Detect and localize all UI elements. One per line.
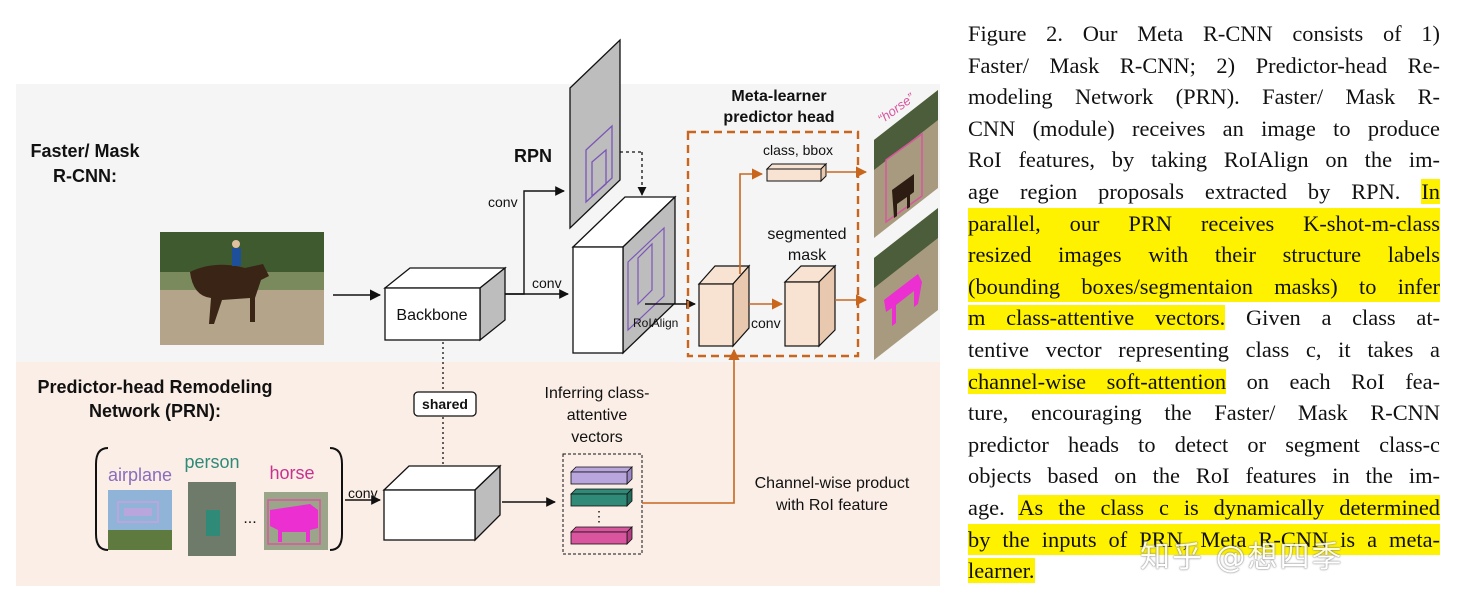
vector-teal [570,488,633,507]
caption-line: Figure 2. Our Meta R-CNN consists of 1) [968,21,1440,46]
input-horse-image [160,232,324,345]
caption-line: age. As the class c is dynamically deter… [968,492,1441,524]
figure-caption: Figure 2. Our Meta R-CNN consists of 1) … [968,18,1441,587]
caption-line: objects based on the RoI features in the… [968,463,1440,489]
caption-text: Given a class at- [1225,305,1441,331]
rpn-plane [569,38,621,230]
caption-highlight: As the class c is dynamically determined [1018,494,1441,520]
caption-text: on each RoI fea- [1226,368,1441,394]
vector-ellipsis: ⋮ [592,508,606,524]
caption-highlight: channel-wise soft-attention [968,368,1227,394]
prn-label: Predictor-head Remodeling [37,377,272,397]
caption-text: age region proposals extracted by RPN. [968,178,1422,204]
caption-text: age. [968,494,1019,520]
class-horse: horse [269,463,314,483]
class-bbox-label: class, bbox [763,142,833,158]
roialign-label: RoIAlign [633,316,678,330]
class-person: person [184,452,239,472]
left-brace [95,447,109,551]
inferring-label-2: attentive [567,407,628,424]
backbone-block: Backbone [383,266,507,342]
caption-line: RoI features, by taking RoIAlign on the … [968,147,1440,173]
prn-block [382,464,502,542]
faster-rcnn-label: Faster/ Mask [30,141,140,161]
meta-rcnn-diagram: Faster/ Mask R-CNN: Predictor-head Remod… [16,38,940,586]
svg-text:shared: shared [422,396,468,412]
caption-highlight-line: (bounding boxes/segmentaion masks) to in… [968,270,1440,303]
feature-map-block [571,195,677,355]
rpn-proposals [585,124,613,204]
segmented-label-2: mask [788,247,827,264]
caption-highlight-line: by the inputs of PRN, Meta R-CNN is a me… [968,523,1440,556]
conv-top-label: conv [488,194,518,210]
channel-wise-label-2: with RoI feature [775,497,888,514]
shared-badge: shared [413,391,477,417]
caption-highlight: learner. [968,558,1035,584]
segmented-label: segmented [767,226,846,243]
caption-highlight-line: resized images with their structure labe… [968,239,1440,271]
roi-feature-block [697,264,751,348]
caption-line: modeling Network (PRN). Faster/ Mask R- [968,84,1440,110]
meta-learner-label-2: predictor head [723,109,834,126]
vector-pink [570,526,633,545]
meta-learner-label: Meta-learner [731,88,826,105]
caption-line: channel-wise soft-attention on each RoI … [968,366,1440,398]
meta-learner-box [686,130,860,358]
caption-line: Faster/ Mask R-CNN; 2) Predictor-head Re… [968,52,1440,78]
channel-wise-label: Channel-wise product [755,475,910,492]
caption-highlight: m class-attentive vectors. [968,305,1226,331]
caption-highlight: In [1421,178,1440,204]
conv-head-label: conv [751,315,781,331]
caption-highlight-line: parallel, our PRN receives K-shot-m-clas… [968,207,1440,240]
support-image-person [188,482,236,556]
class-airplane: airplane [108,465,172,485]
support-image-airplane [108,490,172,550]
caption-line: m class-attentive vectors. Given a class… [968,302,1440,334]
inferring-label: Inferring class- [545,385,650,402]
vector-purple [570,466,633,485]
mask-head-block [783,264,837,348]
output-mask-image [874,208,938,360]
prn-label-2: Network (PRN): [89,401,221,421]
caption-line: age region proposals extracted by RPN. I… [968,176,1440,208]
caption-line: predictor heads to detect or segment cla… [968,431,1440,457]
conv-mid-label: conv [532,275,562,291]
svg-text:Backbone: Backbone [396,307,467,324]
faster-rcnn-label-2: R-CNN: [53,166,117,186]
watermark: 知乎 @想四季 [1140,540,1344,575]
vectors-box [562,453,643,555]
caption-line: learner. [968,555,1440,587]
support-image-horse [264,492,328,550]
caption-line: ture, encouraging the Faster/ Mask R-CNN [968,400,1440,426]
caption-line: CNN (module) receives an image to produc… [968,115,1440,141]
rpn-label: RPN [514,146,552,166]
caption-line: tentive vector representing class c, it … [968,336,1440,362]
right-brace [329,447,343,551]
class-bbox-head [765,162,828,183]
inferring-label-3: vectors [571,429,623,446]
conv-prn-label: conv [348,485,378,501]
support-ellipsis: ... [243,510,256,527]
